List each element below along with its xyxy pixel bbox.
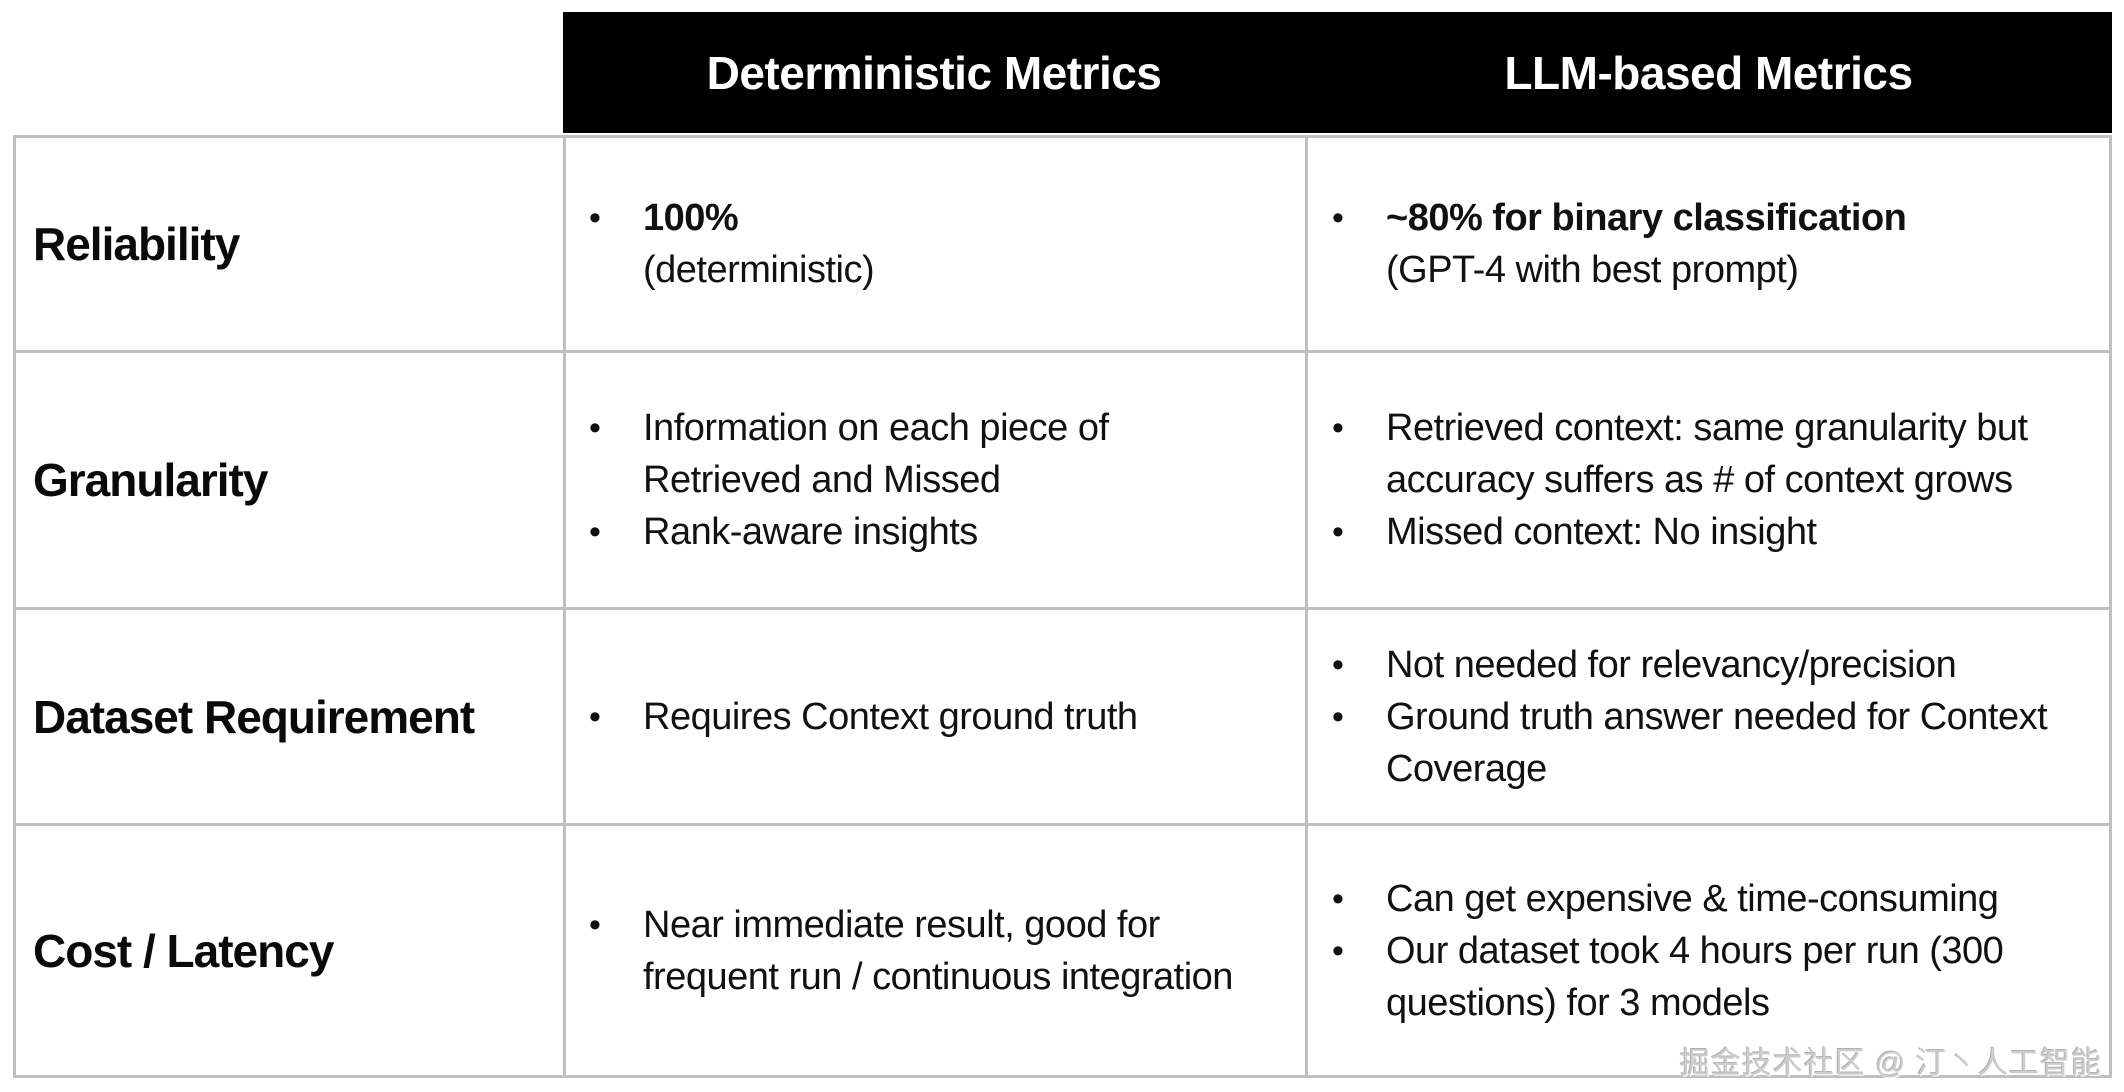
cell-text-line: Coverage — [1386, 747, 1547, 790]
bullet-icon: • — [1332, 645, 1344, 684]
cell-text-line: Retrieved context: same granularity but — [1386, 407, 2028, 449]
cell-text-line: Our dataset took 4 hours per run (300 — [1386, 929, 2004, 972]
bullet-item: • Retrieved context: same granularity bu… — [1332, 402, 2095, 506]
cell-text-line: questions) for 3 models — [1386, 981, 1770, 1024]
comparison-table: Reliability • 100% (deterministic) • ~80… — [13, 135, 2112, 1078]
row-label-granularity: Granularity — [33, 454, 268, 506]
cell-text-line: ~80% for binary classification — [1386, 197, 1907, 239]
cell-granularity-llm: • Retrieved context: same granularity bu… — [1308, 353, 2109, 607]
cell-text-line: Retrieved and Missed — [643, 459, 1001, 501]
table-row-label-cell: Granularity — [16, 353, 563, 607]
bullet-icon: • — [1332, 409, 1344, 447]
bullet-icon: • — [589, 199, 601, 237]
table-row-label-cell: Reliability — [16, 138, 563, 350]
cell-text-line: frequent run / continuous integration — [643, 955, 1233, 998]
table-row-label-cell: Dataset Requirement — [16, 610, 563, 823]
cell-text-line: Missed context: No insight — [1386, 511, 1817, 553]
cell-text-line: Not needed for relevancy/precision — [1386, 643, 1957, 686]
table-header-bar: Deterministic Metrics LLM-based Metrics — [563, 12, 2112, 133]
cell-text-line: (deterministic) — [643, 249, 875, 291]
row-label-reliability: Reliability — [33, 218, 240, 270]
row-label-dataset-requirement: Dataset Requirement — [33, 690, 475, 743]
cell-text-line: Near immediate result, good for — [643, 903, 1160, 946]
bullet-icon: • — [589, 409, 601, 447]
cell-dataset-llm: • Not needed for relevancy/precision • G… — [1308, 610, 2109, 823]
cell-reliability-llm: • ~80% for binary classification (GPT-4 … — [1308, 138, 2109, 350]
cell-text-line: 100% — [643, 197, 739, 239]
bullet-icon: • — [589, 513, 601, 551]
cell-text-line: Rank-aware insights — [643, 511, 978, 553]
cell-reliability-deterministic: • 100% (deterministic) — [566, 138, 1305, 350]
bullet-item: • Our dataset took 4 hours per run (300 … — [1332, 925, 2095, 1029]
bullet-icon: • — [1332, 513, 1344, 551]
bullet-icon: • — [1332, 697, 1344, 736]
cell-text-line: Can get expensive & time-consuming — [1386, 877, 1999, 920]
bullet-item: • Requires Context ground truth — [589, 691, 1291, 743]
bullet-item: • Ground truth answer needed for Context… — [1332, 691, 2095, 795]
bullet-item: • 100% (deterministic) — [589, 192, 1291, 296]
bullet-icon: • — [589, 905, 601, 944]
bullet-item: • Information on each piece of Retrieved… — [589, 402, 1291, 506]
cell-text-line: Information on each piece of — [643, 407, 1109, 449]
cell-text-line: accuracy suffers as # of context grows — [1386, 459, 2013, 501]
juejin-watermark: 掘金技术社区 @ 汀丶人工智能 — [1679, 1047, 2102, 1080]
cell-text-line: Ground truth answer needed for Context — [1386, 695, 2048, 738]
bullet-icon: • — [589, 697, 601, 736]
bullet-item: • Can get expensive & time-consuming — [1332, 873, 2095, 925]
cell-text-line: Requires Context ground truth — [643, 695, 1138, 738]
bullet-item: • Near immediate result, good for freque… — [589, 899, 1291, 1003]
bullet-icon: • — [1332, 879, 1344, 918]
bullet-item: • Missed context: No insight — [1332, 506, 2095, 558]
header-deterministic-metrics: Deterministic Metrics — [706, 46, 1162, 99]
bullet-item: • ~80% for binary classification (GPT-4 … — [1332, 192, 2095, 296]
bullet-item: • Rank-aware insights — [589, 506, 1291, 558]
bullet-item: • Not needed for relevancy/precision — [1332, 639, 2095, 691]
row-label-cost-latency: Cost / Latency — [33, 924, 334, 977]
header-llm-based-metrics: LLM-based Metrics — [1504, 46, 1913, 99]
cell-cost-llm: • Can get expensive & time-consuming • O… — [1308, 826, 2109, 1075]
table-row-label-cell: Cost / Latency — [16, 826, 563, 1075]
bullet-icon: • — [1332, 199, 1344, 237]
cell-text-line: (GPT-4 with best prompt) — [1386, 249, 1799, 291]
cell-cost-deterministic: • Near immediate result, good for freque… — [566, 826, 1305, 1075]
cell-granularity-deterministic: • Information on each piece of Retrieved… — [566, 353, 1305, 607]
bullet-icon: • — [1332, 931, 1344, 970]
cell-dataset-deterministic: • Requires Context ground truth — [566, 610, 1305, 823]
